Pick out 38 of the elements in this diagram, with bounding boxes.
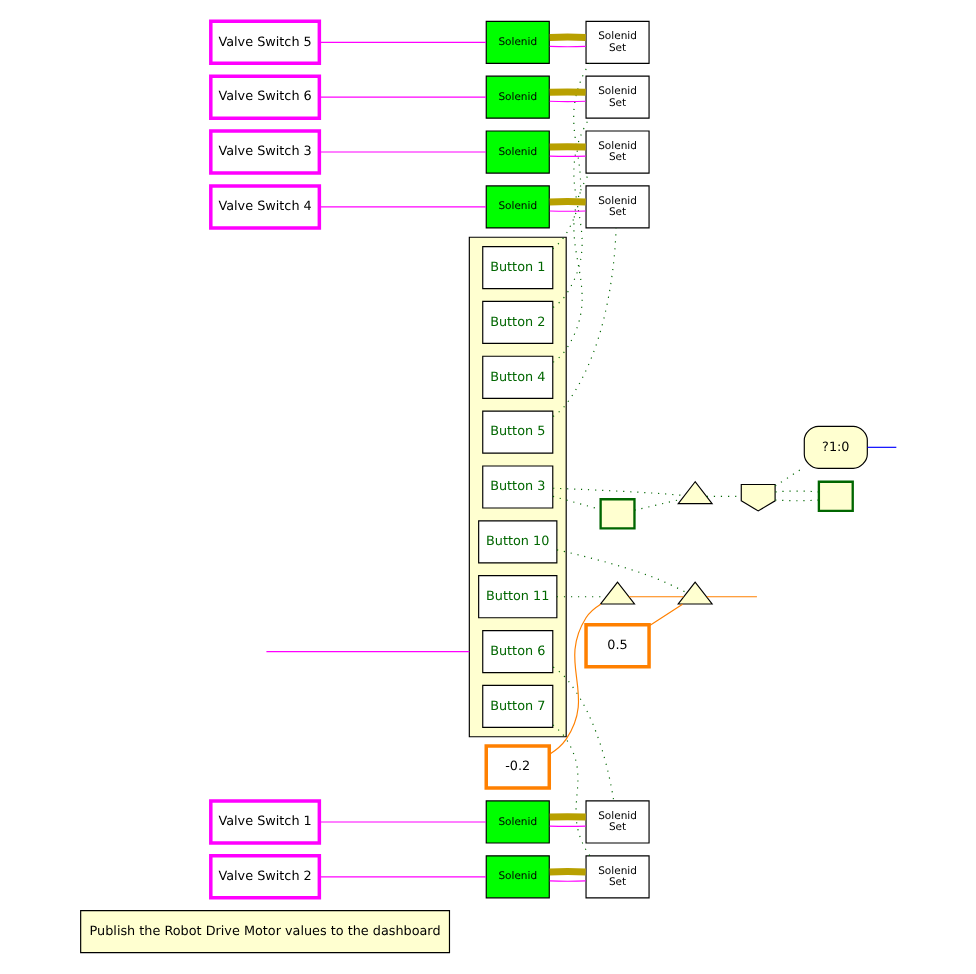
connector bbox=[318, 96, 486, 98]
connector bbox=[865, 446, 896, 448]
connector bbox=[548, 603, 601, 755]
node-triangle bbox=[676, 581, 713, 605]
connector bbox=[627, 596, 684, 598]
connector bbox=[633, 498, 682, 511]
connector bbox=[548, 88, 585, 96]
connector bbox=[548, 155, 586, 157]
connector bbox=[548, 143, 585, 151]
connector bbox=[551, 495, 600, 510]
connector bbox=[647, 603, 683, 627]
connector bbox=[548, 813, 585, 821]
connector bbox=[555, 549, 687, 594]
connector bbox=[705, 596, 757, 598]
node-triangle bbox=[676, 480, 713, 505]
node-gate bbox=[739, 483, 775, 512]
connector bbox=[548, 198, 585, 206]
connector bbox=[548, 825, 586, 827]
connector bbox=[548, 45, 586, 48]
connector bbox=[551, 62, 590, 250]
connector bbox=[548, 100, 586, 103]
cluster bbox=[467, 236, 566, 738]
connector bbox=[318, 151, 486, 153]
connector bbox=[318, 41, 486, 43]
connector bbox=[551, 666, 614, 802]
connector bbox=[773, 499, 819, 502]
connector bbox=[318, 206, 486, 208]
connector bbox=[318, 876, 486, 878]
connector bbox=[264, 651, 469, 653]
connector bbox=[548, 880, 586, 882]
connector bbox=[318, 821, 486, 823]
node-box bbox=[598, 498, 635, 530]
node-box bbox=[816, 480, 853, 513]
connector bbox=[548, 210, 586, 212]
connector bbox=[548, 868, 585, 876]
connector bbox=[555, 596, 606, 598]
node-triangle bbox=[598, 581, 635, 605]
connector bbox=[548, 33, 585, 41]
